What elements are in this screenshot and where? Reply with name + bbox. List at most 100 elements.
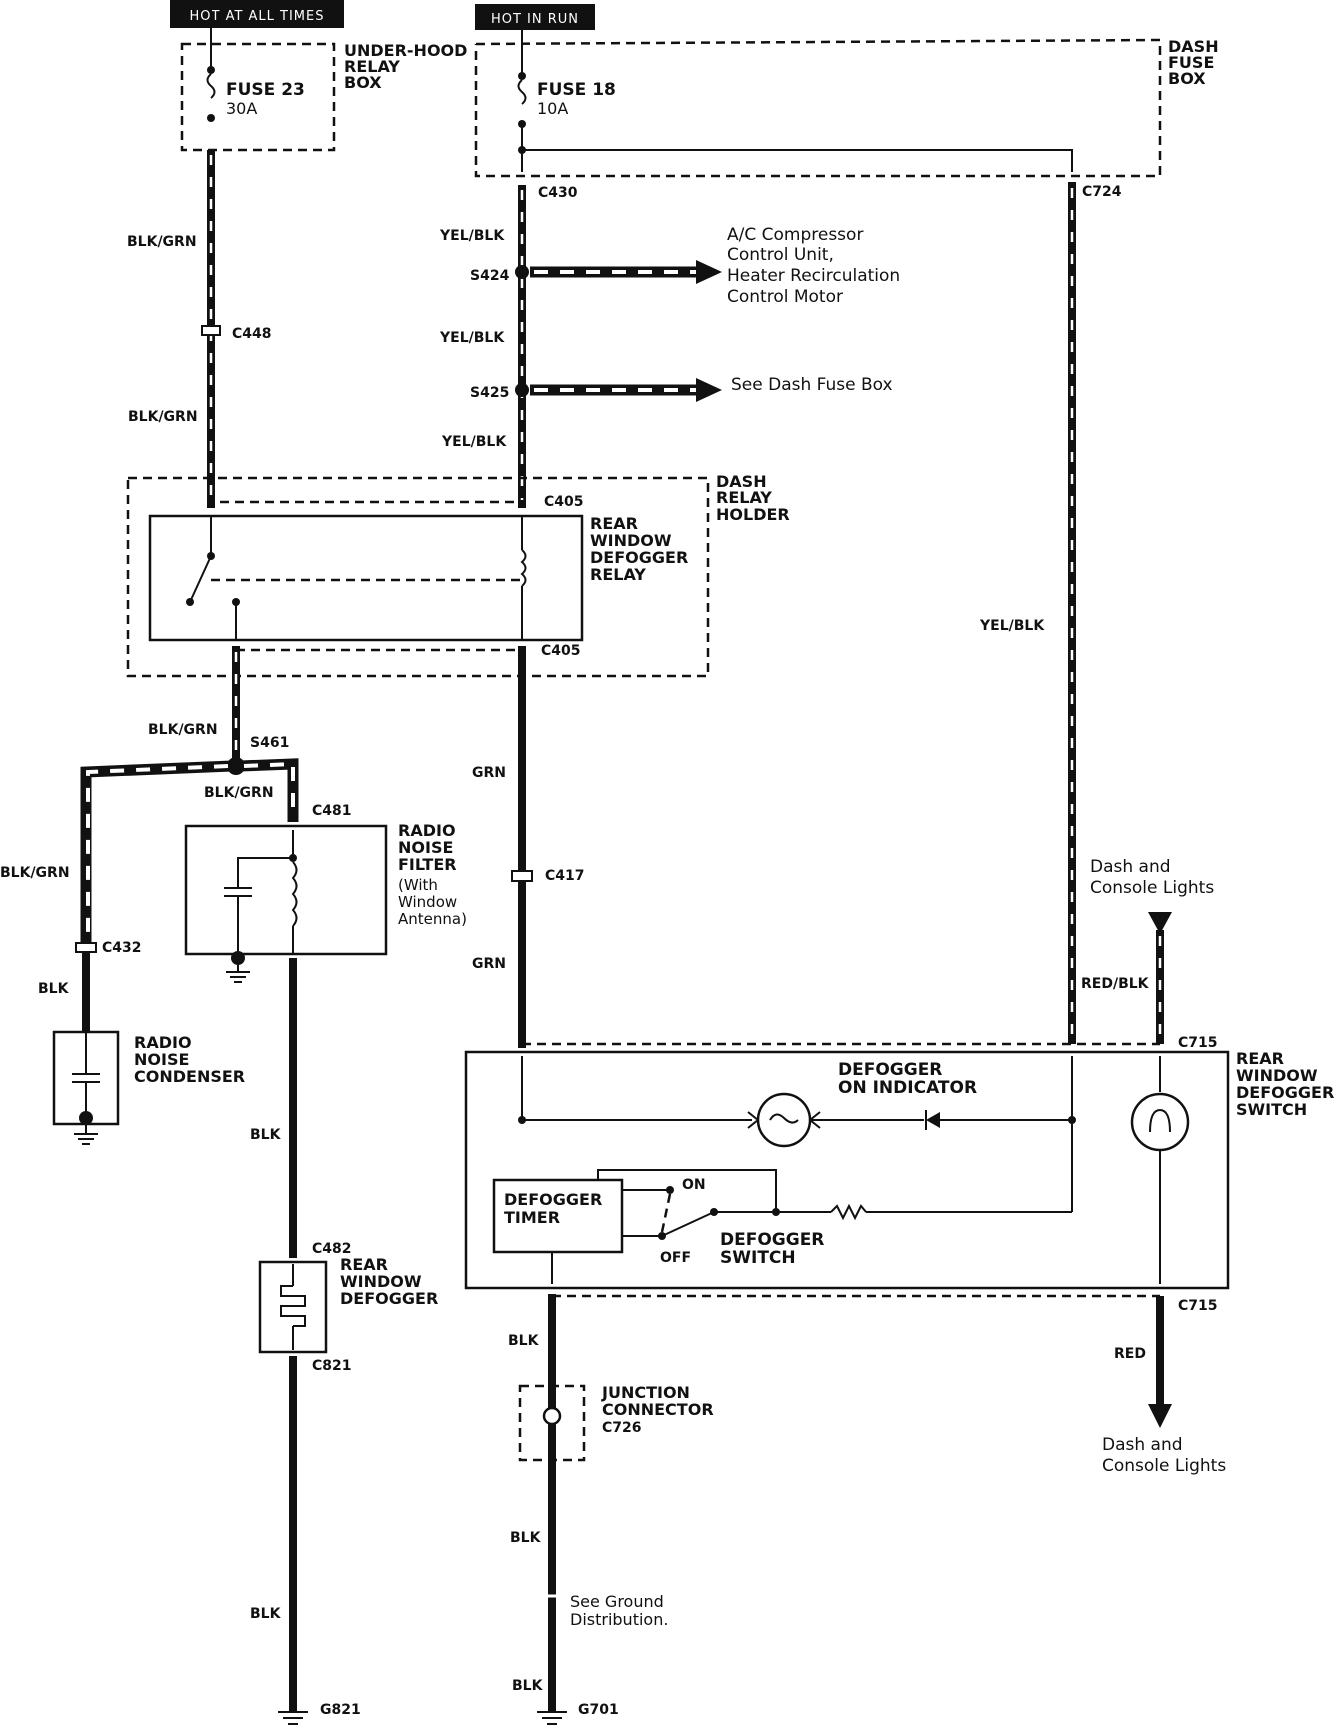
wire-label-blk-1: BLK <box>38 981 70 997</box>
svg-text:BOX: BOX <box>344 73 382 92</box>
rear-window-defogger-relay <box>148 514 584 642</box>
svg-text:HOT AT ALL TIMES: HOT AT ALL TIMES <box>189 9 324 24</box>
radio-noise-condenser-label: RADIO NOISE CONDENSER <box>134 1033 245 1086</box>
ground-g701: G701 <box>578 1702 619 1718</box>
svg-text:DEFOGGER: DEFOGGER <box>590 548 688 567</box>
svg-text:DASH: DASH <box>716 472 767 491</box>
splice-s425: S425 <box>470 385 509 401</box>
svg-text:A/C Compressor: A/C Compressor <box>727 225 863 245</box>
ground-g821-icon <box>278 1711 308 1725</box>
dash-lights-bottom-label: Dash and Console Lights <box>1102 1435 1226 1476</box>
dash-fuse-box <box>474 38 1162 178</box>
svg-text:WINDOW: WINDOW <box>1236 1066 1318 1085</box>
svg-text:Dash and: Dash and <box>1090 857 1171 877</box>
connector-c432: C432 <box>102 940 142 956</box>
dash-lights-output-arrow <box>1148 1404 1172 1428</box>
svg-text:FUSE: FUSE <box>1168 53 1214 72</box>
connector-c715-top: C715 <box>1178 1035 1218 1051</box>
svg-text:HOLDER: HOLDER <box>716 505 790 524</box>
svg-text:Window: Window <box>398 893 457 911</box>
wire-label-blk-3: BLK <box>250 1606 282 1622</box>
connector-c430: C430 <box>538 185 578 201</box>
ground-g821: G821 <box>320 1702 361 1718</box>
wire-label-blk-grn-2: BLK/GRN <box>128 409 198 425</box>
connector-c715-bottom: C715 <box>1178 1298 1218 1314</box>
svg-text:Distribution.: Distribution. <box>570 1610 668 1629</box>
defogger-grid-icon <box>280 1264 306 1350</box>
indicator-diode-icon <box>925 1110 940 1130</box>
radio-noise-filter-label: RADIO NOISE FILTER (With Window Antenna) <box>398 821 467 928</box>
connector-c448: C448 <box>232 326 272 342</box>
radio-noise-filter <box>184 824 388 956</box>
splice-s424: S424 <box>470 268 510 284</box>
rear-window-defogger-switch-box <box>464 1050 1230 1290</box>
relay-switch-contact <box>189 555 212 603</box>
dash-relay-holder <box>126 476 710 678</box>
svg-text:DEFOGGER: DEFOGGER <box>720 1230 824 1250</box>
wire-label-blk-grn-1: BLK/GRN <box>127 234 197 250</box>
connector-c432-symbol <box>75 942 97 953</box>
svg-text:RADIO: RADIO <box>398 821 456 840</box>
svg-text:Antenna): Antenna) <box>398 910 467 928</box>
defogger-timer-label: DEFOGGER TIMER <box>504 1190 602 1227</box>
wire-label-grn-1: GRN <box>472 765 506 781</box>
svg-text:C726: C726 <box>602 1420 642 1436</box>
svg-text:Control Unit,: Control Unit, <box>727 245 834 265</box>
svg-text:DASH: DASH <box>1168 37 1219 56</box>
defogger-timer <box>492 1178 624 1254</box>
switch-on-label: ON <box>682 1177 706 1193</box>
dash-lights-input-arrow <box>1148 912 1172 934</box>
svg-text:CONNECTOR: CONNECTOR <box>602 1400 714 1419</box>
defogger-switch-label: DEFOGGER SWITCH <box>720 1230 824 1268</box>
connector-c481: C481 <box>312 803 352 819</box>
svg-text:REAR: REAR <box>1236 1049 1284 1068</box>
connector-c417: C417 <box>545 868 585 884</box>
wire-label-red-blk: RED/BLK <box>1081 976 1150 992</box>
svg-text:Dash and: Dash and <box>1102 1435 1183 1455</box>
svg-text:Console Lights: Console Lights <box>1090 878 1214 898</box>
fuse-23-symbol <box>206 73 216 99</box>
connector-c417-symbol <box>511 870 533 882</box>
svg-text:RADIO: RADIO <box>134 1033 192 1052</box>
dash-fuse-box-label: DASH FUSE BOX <box>1168 37 1219 88</box>
svg-text:FILTER: FILTER <box>398 855 457 874</box>
relay-label: REAR WINDOW DEFOGGER RELAY <box>590 514 688 584</box>
svg-text:Heater Recirculation: Heater Recirculation <box>727 266 900 286</box>
connector-c448-symbol <box>201 325 221 336</box>
connector-c405-top: C405 <box>544 494 584 510</box>
wire-label-yel-blk-2: YEL/BLK <box>439 330 505 346</box>
switch-resistor <box>830 1203 867 1221</box>
wire-label-blk-grn-4: BLK/GRN <box>204 785 274 801</box>
relay-coil <box>520 549 527 587</box>
fuse-18-symbol <box>517 79 527 105</box>
svg-text:DEFOGGER: DEFOGGER <box>838 1060 942 1080</box>
svg-text:SWITCH: SWITCH <box>720 1248 796 1268</box>
wire-label-yel-blk-1: YEL/BLK <box>439 228 505 244</box>
wire-label-blk-6: BLK <box>512 1678 544 1694</box>
svg-text:See Ground: See Ground <box>570 1592 664 1611</box>
svg-text:JUNCTION: JUNCTION <box>601 1383 690 1402</box>
svg-text:CONDENSER: CONDENSER <box>134 1067 245 1086</box>
svg-text:RELAY: RELAY <box>344 57 400 76</box>
dash-relay-holder-label: DASH RELAY HOLDER <box>716 472 790 524</box>
splice-s461: S461 <box>250 735 289 751</box>
connector-c821: C821 <box>312 1358 352 1374</box>
wire-label-yel-blk-3: YEL/BLK <box>441 434 507 450</box>
destination-see-dash-fuse: See Dash Fuse Box <box>731 375 893 395</box>
fuse-18-rating: 10A <box>537 99 568 118</box>
svg-text:(With: (With <box>398 876 438 894</box>
wire-label-blk-4: BLK <box>508 1333 540 1349</box>
svg-text:DEFOGGER: DEFOGGER <box>1236 1083 1334 1102</box>
svg-text:Control Motor: Control Motor <box>727 287 843 307</box>
fuse-18-name: FUSE 18 <box>537 80 616 100</box>
connector-c405-bottom: C405 <box>541 643 581 659</box>
svg-text:DEFOGGER: DEFOGGER <box>340 1289 438 1308</box>
condenser-ground-icon <box>74 1125 98 1145</box>
junction-connector-label: JUNCTION CONNECTOR C726 <box>601 1383 714 1436</box>
filter-ground-icon <box>226 965 250 983</box>
svg-text:UNDER-HOOD: UNDER-HOOD <box>344 41 467 60</box>
hot-in-run-tag: HOT IN RUN <box>475 4 595 30</box>
switch-off-label: OFF <box>660 1250 691 1266</box>
svg-text:REAR: REAR <box>340 1255 388 1274</box>
